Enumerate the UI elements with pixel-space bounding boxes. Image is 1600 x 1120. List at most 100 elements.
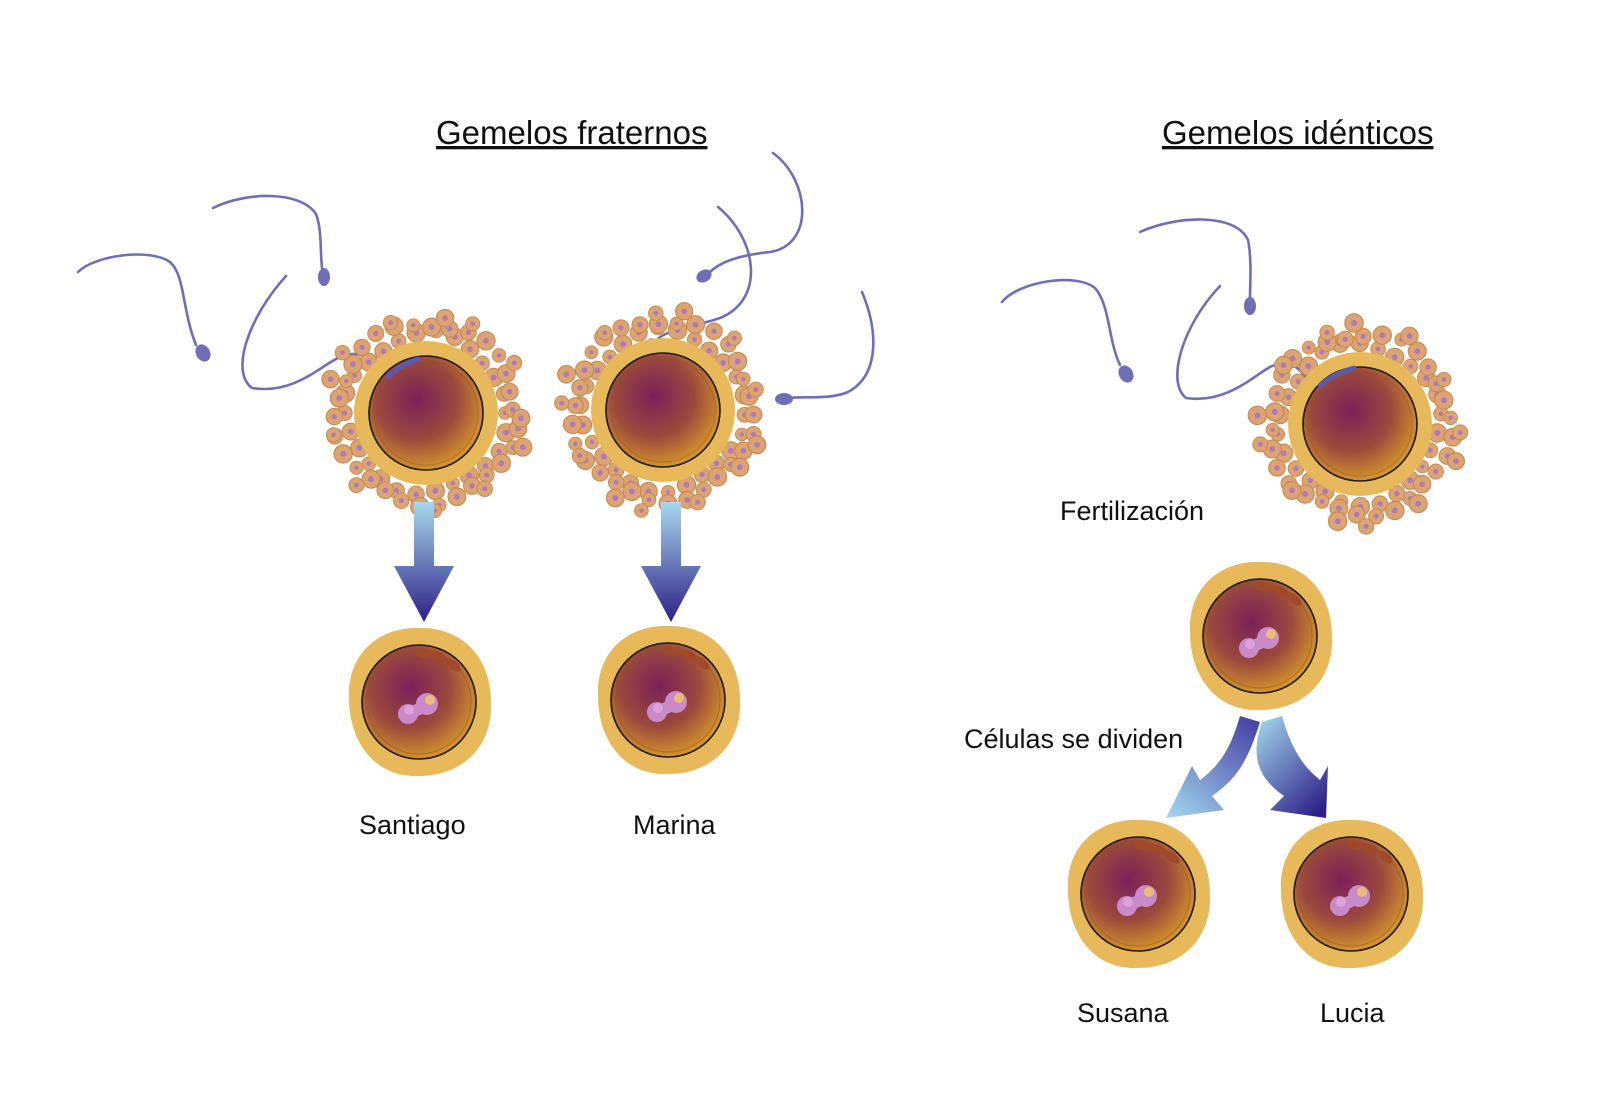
follicle-cell: [747, 435, 767, 455]
follicle-cell: [478, 467, 495, 484]
follicle-cell: [476, 480, 493, 497]
follicle-cell: [511, 408, 531, 428]
follicle-cell: [1452, 424, 1469, 441]
follicle-cell: [333, 444, 353, 464]
follicle-cell: [1400, 326, 1419, 346]
zygote-santiago: [348, 627, 492, 777]
sperm-cell: [696, 151, 804, 283]
follicle-cell: [353, 338, 371, 356]
follicle-cell: [648, 305, 664, 321]
follicle-cell: [557, 365, 576, 384]
egg-fraternal-left: [321, 308, 533, 519]
zygote-susana: [1067, 819, 1211, 969]
follicle-cell: [1252, 436, 1269, 453]
follicle-cell: [584, 345, 599, 360]
egg-identical: [1247, 313, 1469, 535]
follicle-cell: [1336, 330, 1354, 348]
follicle-cell: [1446, 452, 1466, 471]
follicle-cell: [631, 316, 649, 334]
follicle-cell: [325, 407, 343, 426]
zygote-marina: [597, 625, 741, 775]
follicle-cell: [1436, 371, 1452, 388]
sperm-cell: [1138, 218, 1256, 315]
follicle-cell: [349, 460, 364, 475]
follicle-cell: [1268, 385, 1286, 403]
egg-fraternal-right: [554, 302, 767, 518]
arrow-split-right: [1256, 716, 1328, 818]
follicle-cell: [622, 481, 642, 502]
follicle-cell: [1357, 518, 1375, 535]
follicle-cell: [597, 324, 613, 341]
follicle-cell: [367, 325, 385, 342]
follicle-cell: [393, 492, 410, 509]
follicle-cell: [339, 374, 353, 388]
follicle-cell: [1247, 405, 1268, 426]
follicle-cell: [1319, 324, 1335, 341]
label-marina: Marina: [633, 810, 717, 840]
sperm-cell: [1000, 278, 1134, 383]
follicle-cell: [730, 457, 750, 477]
follicle-cell: [689, 493, 706, 511]
follicle-cell: [747, 381, 764, 398]
follicle-cell: [591, 463, 610, 482]
follicle-cell: [506, 354, 523, 371]
follicle-cell: [334, 344, 351, 361]
follicle-cell: [1327, 511, 1348, 531]
follicle-cell: [1412, 474, 1432, 494]
follicle-cell: [1408, 494, 1428, 514]
follicle-cell: [513, 437, 533, 457]
arrow-down-right: [641, 502, 701, 622]
zygote-lucia: [1280, 819, 1424, 969]
title-fraternal-twins: Gemelos fraternos: [436, 114, 707, 151]
sperm-cell: [76, 253, 211, 362]
follicle-cell: [1419, 358, 1437, 376]
follicle-cell: [476, 331, 496, 351]
arrow-split-left: [1166, 716, 1260, 818]
follicle-cell: [1443, 410, 1458, 426]
follicle-cell: [435, 308, 455, 328]
follicle-cell: [1274, 355, 1293, 375]
follicle-cell: [1427, 463, 1444, 480]
follicle-cell: [406, 318, 421, 333]
follicle-cell: [361, 469, 381, 489]
follicle-cell: [744, 405, 763, 424]
follicle-cell: [500, 382, 519, 401]
follicle-cell: [574, 360, 595, 380]
arrow-down-left: [394, 502, 454, 622]
follicle-cell: [612, 319, 630, 337]
title-identical-twins: Gemelos idénticos: [1162, 114, 1433, 151]
follicle-cell: [376, 481, 395, 500]
follicle-cell: [1314, 494, 1330, 509]
follicle-cell: [348, 477, 365, 494]
follicle-cell: [1385, 500, 1405, 521]
follicle-cell: [707, 467, 728, 487]
follicle-cell: [1434, 390, 1454, 410]
follicle-cell: [566, 397, 584, 414]
sperm-cell: [241, 274, 386, 391]
label-santiago: Santiago: [359, 810, 466, 840]
follicle-cell: [634, 503, 649, 518]
label-cells-divide: Células se dividen: [964, 724, 1183, 754]
sperm-cell: [211, 194, 330, 286]
follicle-cell: [465, 316, 481, 332]
follicle-cell: [571, 379, 589, 397]
follicle-cell: [329, 388, 349, 408]
follicle-cell: [325, 427, 342, 443]
follicle-cell: [1301, 340, 1316, 355]
label-susana: Susana: [1077, 998, 1170, 1028]
follicle-cell: [562, 414, 583, 435]
follicle-cell: [726, 330, 742, 346]
sperm-cell: [775, 290, 875, 405]
follicle-cell: [447, 487, 467, 507]
follicle-cell: [491, 348, 507, 363]
follicle-cell: [571, 447, 588, 464]
follicle-cell: [727, 351, 748, 372]
follicle-cell: [605, 488, 625, 508]
label-lucia: Lucia: [1320, 998, 1386, 1028]
follicle-cell: [607, 474, 625, 491]
follicle-cell: [1372, 325, 1392, 345]
follicle-cell: [1268, 459, 1286, 477]
sperm-group-identical: [1000, 218, 1316, 401]
label-fertilization: Fertilización: [1060, 496, 1204, 526]
